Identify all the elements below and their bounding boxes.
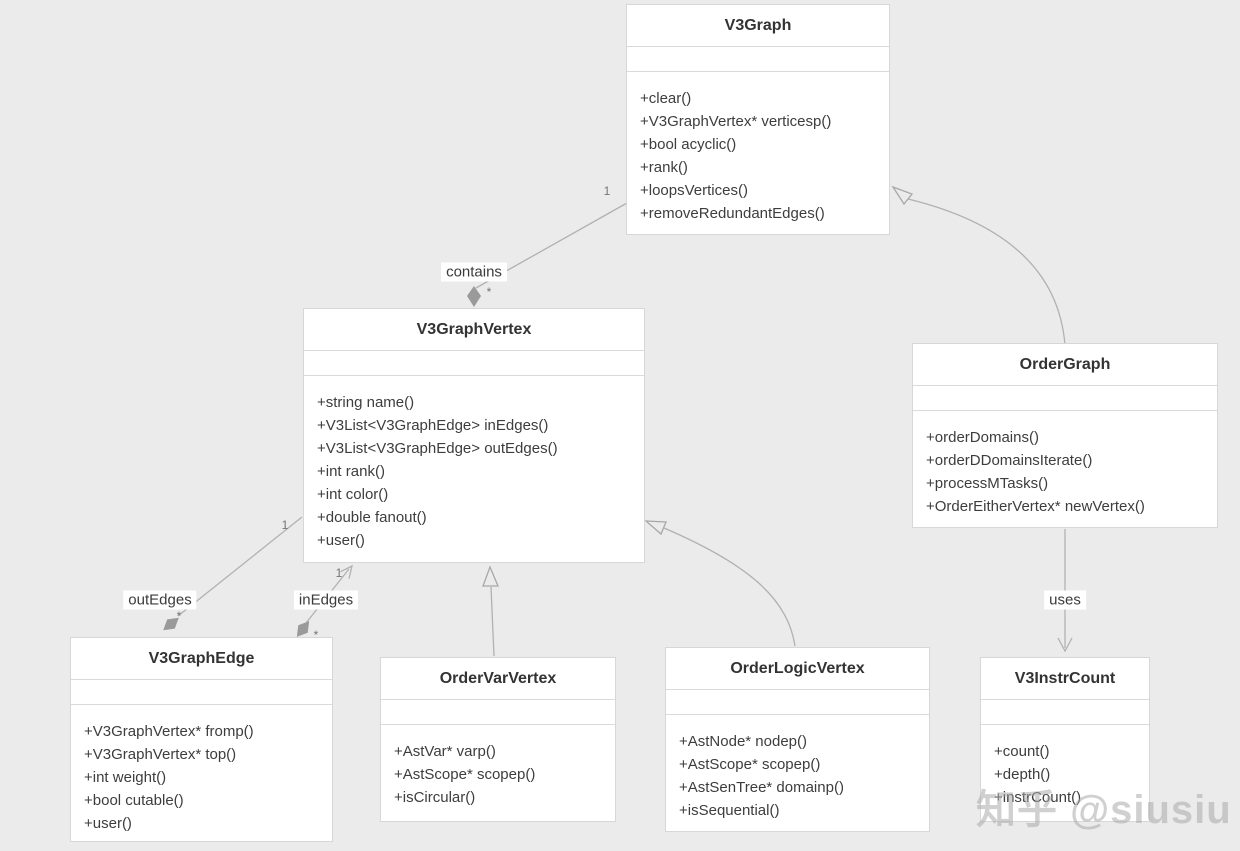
orderlogicvertex-inheritance-line (663, 527, 796, 647)
method-item: +user() (84, 815, 132, 832)
class-methods-compartment: +count() +depth() +instrCount() (981, 725, 1149, 809)
class-methods-compartment: +string name() +V3List<V3GraphEdge> inEd… (304, 376, 644, 552)
method-item: +user() (317, 532, 365, 549)
method-item: +clear() (640, 90, 692, 107)
method-item: +V3List<V3GraphEdge> outEdges() (317, 440, 558, 457)
class-attributes-compartment (71, 680, 332, 705)
method-item: +int weight() (84, 769, 167, 786)
class-methods-compartment: +AstVar* varp() +AstScope* scopep() +isC… (381, 725, 615, 809)
class-title: V3Graph (627, 5, 889, 47)
class-box-v3graphedge: V3GraphEdge +V3GraphVertex* fromp() +V3G… (70, 637, 333, 842)
class-title: OrderGraph (913, 344, 1217, 386)
class-box-v3instrcount: V3InstrCount +count() +depth() +instrCou… (980, 657, 1150, 822)
ordervarvertex-inheritance-arrowhead-icon (482, 565, 499, 587)
method-item: +orderDDomainsIterate() (926, 452, 1093, 469)
method-item: +rank() (640, 159, 688, 176)
method-item: +int rank() (317, 463, 385, 480)
class-attributes-compartment (913, 386, 1217, 411)
class-methods-compartment: +V3GraphVertex* fromp() +V3GraphVertex* … (71, 705, 332, 835)
inedges-arrowhead-icon (340, 564, 353, 579)
ordergraph-inheritance-arrowhead-icon (891, 185, 914, 206)
class-attributes-compartment (627, 47, 889, 72)
relationship-label-inedges: inEdges (293, 590, 359, 610)
method-item: +AstVar* varp() (394, 743, 496, 760)
method-item: +AstNode* nodep() (679, 733, 807, 750)
uses-arrowhead-icon (1057, 637, 1073, 653)
class-title: OrderLogicVertex (666, 648, 929, 690)
method-item: +int color() (317, 486, 389, 503)
class-attributes-compartment (981, 700, 1149, 725)
multiplicity-inedges-target: * (313, 628, 319, 642)
method-item: +bool acyclic() (640, 136, 737, 153)
contains-aggregation-diamond-icon (467, 286, 481, 307)
class-attributes-compartment (304, 351, 644, 376)
class-title: V3GraphVertex (304, 309, 644, 351)
method-item: +processMTasks() (926, 475, 1049, 492)
multiplicity-contains-source: 1 (603, 184, 611, 198)
inedges-aggregation-diamond-icon (296, 621, 310, 637)
method-item: +string name() (317, 394, 415, 411)
outedges-edge-line (177, 516, 303, 617)
orderlogicvertex-inheritance-arrowhead-icon (644, 520, 667, 536)
class-box-ordervarvertex: OrderVarVertex +AstVar* varp() +AstScope… (380, 657, 616, 822)
method-item: +V3GraphVertex* top() (84, 746, 237, 763)
multiplicity-contains-target: * (486, 285, 492, 299)
method-item: +V3List<V3GraphEdge> inEdges() (317, 417, 549, 434)
watermark-text: 知乎 @siusiu (976, 788, 1232, 832)
method-item: +loopsVertices() (640, 182, 748, 199)
method-item: +OrderEitherVertex* newVertex() (926, 498, 1145, 515)
ordergraph-inheritance-line (907, 198, 1066, 346)
method-item: +AstSenTree* domainp() (679, 779, 844, 796)
method-item: +AstScope* scopep() (394, 766, 536, 783)
method-item: +V3GraphVertex* fromp() (84, 723, 254, 740)
class-box-v3graphvertex: V3GraphVertex +string name() +V3List<V3G… (303, 308, 645, 563)
class-box-orderlogicvertex: OrderLogicVertex +AstNode* nodep() +AstS… (665, 647, 930, 832)
relationship-label-uses: uses (1044, 590, 1086, 610)
method-item: +bool cutable() (84, 792, 184, 809)
method-item: +depth() (994, 766, 1051, 783)
multiplicity-inedges-source: 1 (335, 566, 343, 580)
method-item: +isSequential() (679, 802, 780, 819)
method-item: +AstScope* scopep() (679, 756, 821, 773)
relationship-label-contains: contains (441, 262, 507, 282)
class-methods-compartment: +orderDomains() +orderDDomainsIterate() … (913, 411, 1217, 518)
method-item: +orderDomains() (926, 429, 1039, 446)
method-item: +count() (994, 743, 1050, 760)
relationship-label-outedges: outEdges (123, 590, 197, 610)
ordervarvertex-inheritance-line (490, 586, 495, 657)
outedges-aggregation-diamond-icon (163, 617, 179, 631)
method-item: +V3GraphVertex* verticesp() (640, 113, 832, 130)
class-box-ordergraph: OrderGraph +orderDomains() +orderDDomain… (912, 343, 1218, 528)
class-title: OrderVarVertex (381, 658, 615, 700)
method-item: +removeRedundantEdges() (640, 205, 825, 222)
method-item: +double fanout() (317, 509, 427, 526)
class-title: V3GraphEdge (71, 638, 332, 680)
method-item: +instrCount() (994, 789, 1082, 806)
multiplicity-outedges-target: * (176, 609, 182, 623)
class-methods-compartment: +clear() +V3GraphVertex* verticesp() +bo… (627, 72, 889, 225)
method-item: +isCircular() (394, 789, 476, 806)
class-attributes-compartment (381, 700, 615, 725)
class-attributes-compartment (666, 690, 929, 715)
multiplicity-outedges-source: 1 (281, 518, 289, 532)
class-title: V3InstrCount (981, 658, 1149, 700)
class-box-v3graph: V3Graph +clear() +V3GraphVertex* vertice… (626, 4, 890, 235)
class-methods-compartment: +AstNode* nodep() +AstScope* scopep() +A… (666, 715, 929, 822)
